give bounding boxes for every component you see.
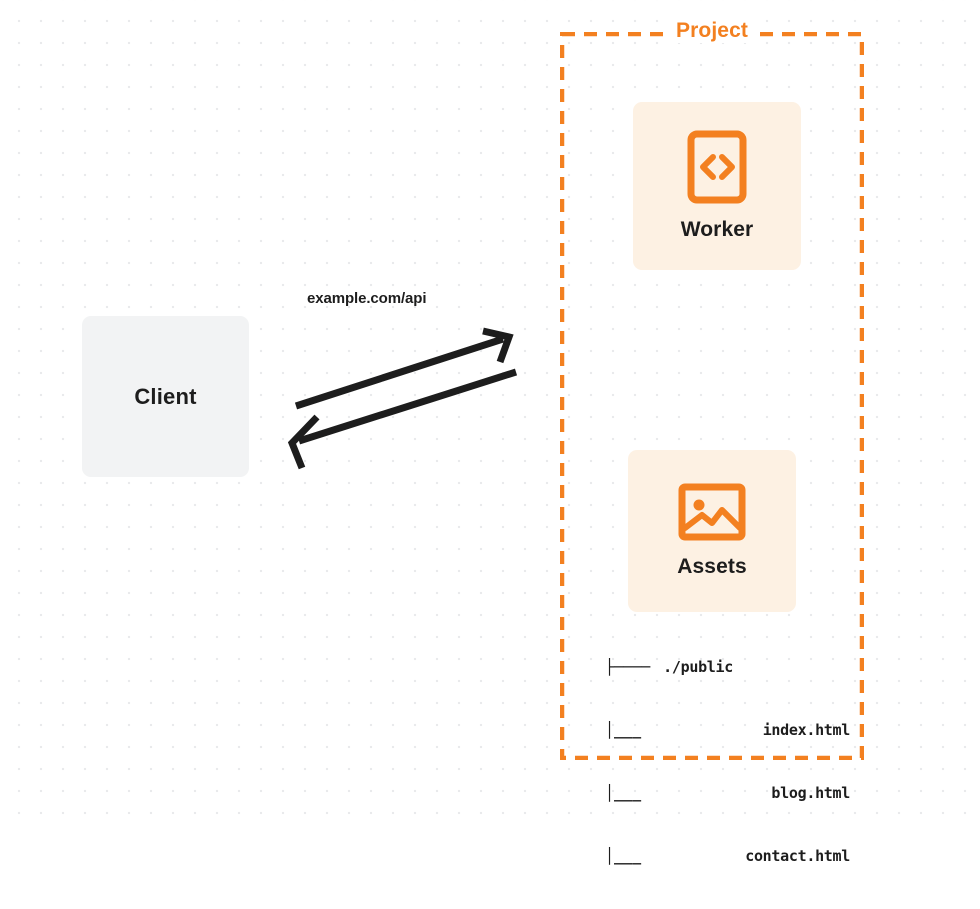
tree-item-name: contact.html <box>745 847 850 865</box>
file-tree-row: ├──── ./public <box>605 657 850 678</box>
file-tree-row: │___ contact.html <box>605 846 850 867</box>
worker-label: Worker <box>680 218 754 241</box>
file-tree-row: │___ blog.html <box>605 783 850 804</box>
project-container: Project Worker Assets <box>560 19 864 865</box>
project-dashed-border <box>560 32 864 760</box>
tree-branch-glyph: ├──── <box>605 658 651 676</box>
client-node: Client <box>82 316 249 477</box>
response-arrow-line <box>297 368 518 445</box>
client-label: Client <box>134 383 197 409</box>
tree-branch-glyph: │___ <box>605 721 642 739</box>
assets-file-tree: ├──── ./public │___ index.html │___ blog… <box>605 615 850 909</box>
request-arrow-line <box>294 335 505 410</box>
request-arrow-head <box>482 327 514 364</box>
project-title: Project <box>669 19 755 43</box>
tree-branch-glyph: │___ <box>605 847 642 865</box>
response-arrow-head <box>287 414 320 470</box>
code-brackets-icon <box>687 130 747 204</box>
tree-item-name: blog.html <box>771 784 850 802</box>
request-url-label: example.com/api <box>307 290 427 307</box>
tree-item-name: index.html <box>762 721 851 739</box>
file-tree-row: │___ index.html <box>605 720 850 741</box>
tree-item-name: ./public <box>663 658 734 676</box>
tree-branch-glyph: │___ <box>605 784 642 802</box>
assets-label: Assets <box>677 555 747 578</box>
diagram-canvas: Client example.com/api Project <box>0 0 980 865</box>
image-picture-icon <box>678 483 746 541</box>
worker-card: Worker <box>633 102 801 270</box>
assets-card: Assets <box>628 450 796 612</box>
